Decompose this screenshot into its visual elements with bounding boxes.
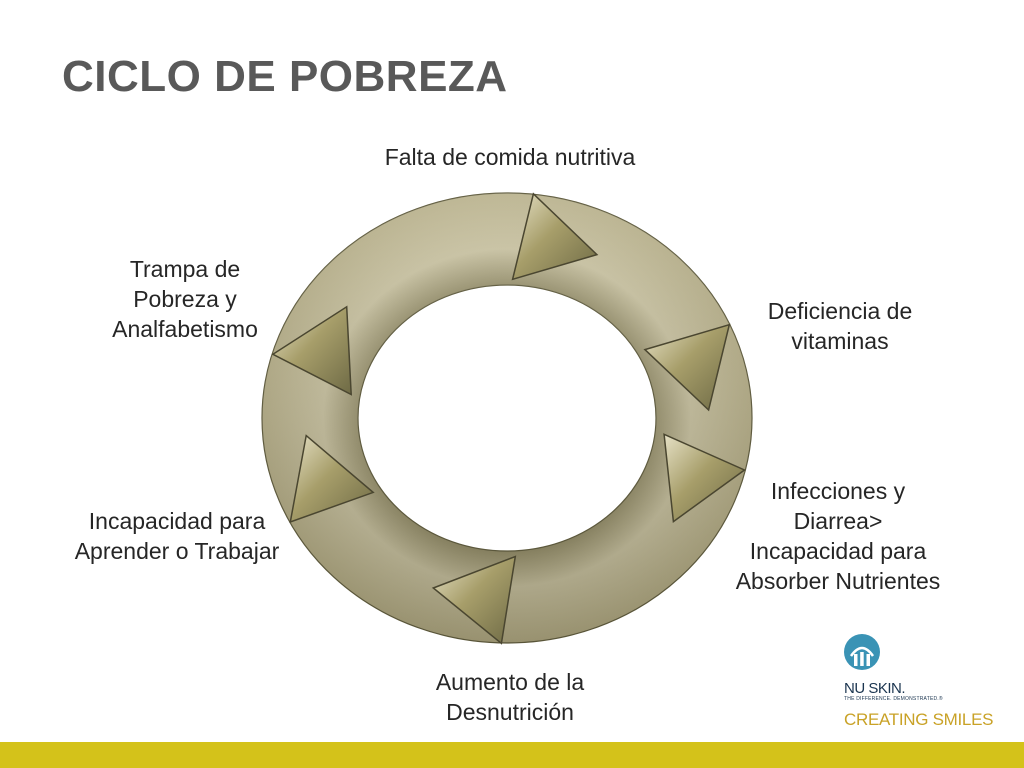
cycle-label-nutritious-food: Falta de comida nutritiva — [384, 144, 636, 170]
cycle-label-malnutrition: Aumento de la Desnutrición — [435, 669, 585, 725]
cycle-label-learning-work: Incapacidad para Aprender o Trabajar — [74, 508, 280, 564]
nu-skin-logo: NU SKIN. THE DIFFERENCE. DEMONSTRATED.® … — [840, 632, 1000, 732]
arrow-lower-left-icon — [289, 434, 375, 524]
arrow-bottom-icon — [431, 555, 517, 645]
bottom-accent-bar — [0, 742, 1024, 768]
arrow-lower-right-icon — [663, 433, 746, 523]
slide-title: CICLO DE POBREZA — [62, 52, 508, 101]
arrow-upper-right-icon — [643, 323, 731, 412]
cycle-ring-shade — [262, 193, 752, 643]
cycle-label-infections: Infecciones y Diarrea> Incapacidad para … — [735, 478, 941, 594]
nu-skin-brand: NU SKIN. — [844, 680, 906, 697]
arrow-upper-left-icon — [271, 305, 353, 396]
creating-smiles-slogan: CREATING SMILES — [844, 710, 994, 729]
arrow-top-icon — [511, 192, 599, 281]
cycle-label-vitamin-deficiency: Deficiencia de vitaminas — [767, 298, 913, 354]
nu-skin-logo-icon — [844, 634, 880, 670]
cycle-label-poverty-trap: Trampa de Pobreza y Analfabetismo — [112, 256, 258, 342]
nu-skin-tagline: THE DIFFERENCE. DEMONSTRATED.® — [844, 696, 943, 702]
